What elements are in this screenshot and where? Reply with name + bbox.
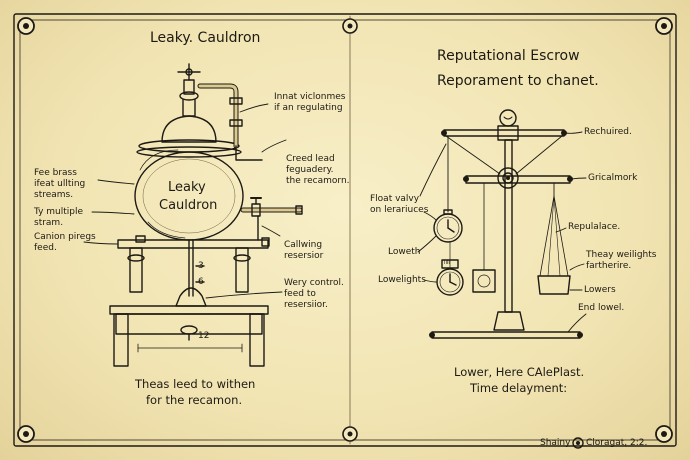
cauldron-label-line2: Cauldron [159, 198, 218, 213]
note-ty-line1: Ty multiple [34, 207, 84, 217]
cauldron-caption-line2: for the recamon. [146, 393, 243, 407]
gauge-mark-upper: 3 [198, 261, 204, 271]
note-wery-line1: Wery control. [284, 278, 344, 288]
note-wery-line3: resersiior. [284, 300, 328, 310]
note-float-line2: on lerariuces [370, 205, 429, 215]
cauldron-leader-lines [83, 103, 287, 299]
note-canion-line1: Canion piregs [34, 232, 96, 242]
escrow-title-line1: Reputational Escrow [437, 48, 580, 64]
scale-leader-lines [417, 131, 587, 333]
note-rechuired: Rechuired. [584, 127, 632, 137]
footer-right-text: Cloragat, 2:2. [586, 438, 648, 448]
note-creed-line2: feguadery. [286, 165, 334, 175]
page-inner-frame [19, 19, 671, 441]
note-fee-line2: ifeat ullting [34, 179, 86, 189]
note-inlet-line1: Innat viclonmes [274, 92, 346, 102]
note-end-lowel: End lowel. [578, 303, 625, 313]
corner-rivets [17, 17, 673, 443]
note-creed-line1: Creed lead [286, 154, 335, 164]
dimension-mark: 12 [198, 331, 210, 341]
note-repulalace: Repulalace. [568, 222, 621, 232]
note-creed-line3: the recamorn. [286, 176, 350, 186]
note-callwing-line1: Callwing [284, 240, 323, 250]
cauldron-label-line1: Leaky [168, 180, 206, 195]
escrow-caption-line1: Lower, Here CAlePlast. [454, 365, 585, 379]
note-lowers: Lowers [584, 285, 616, 295]
cauldron-drawing [109, 63, 303, 367]
escrow-title-line2: Reporament to chanet. [437, 73, 599, 89]
note-lowelights: Lowelights [378, 275, 426, 285]
note-ty-line2: stram. [34, 218, 64, 228]
note-loweth: Loweth [388, 247, 421, 257]
clock-tag: IIII [444, 260, 450, 266]
cauldron-title: Leaky. Cauldron [150, 30, 261, 46]
note-wery-line2: feed to [284, 289, 316, 299]
footer-left-text: Shainy [540, 438, 571, 448]
cauldron-caption-line1: Theas leed to withen [135, 377, 256, 391]
note-canion-line2: feed. [34, 243, 57, 253]
note-callwing-line2: resersior [284, 251, 324, 261]
note-theay-line1: Theay weilights [586, 250, 657, 260]
note-gricalmork: Gricalmork [588, 173, 638, 183]
scale-drawing [429, 109, 583, 339]
note-fee-line3: streams. [34, 190, 74, 200]
page-frame [13, 13, 677, 447]
note-float-line1: Float valvy [370, 194, 420, 204]
note-inlet-line2: if an regulating [274, 103, 343, 113]
note-fee-line1: Fee brass [34, 168, 77, 178]
gauge-mark-lower: 6 [198, 277, 204, 287]
footer-circle-icon [572, 437, 584, 449]
note-theay-line2: fartherire. [586, 261, 632, 271]
escrow-caption-line2: Time delayment: [470, 381, 568, 395]
